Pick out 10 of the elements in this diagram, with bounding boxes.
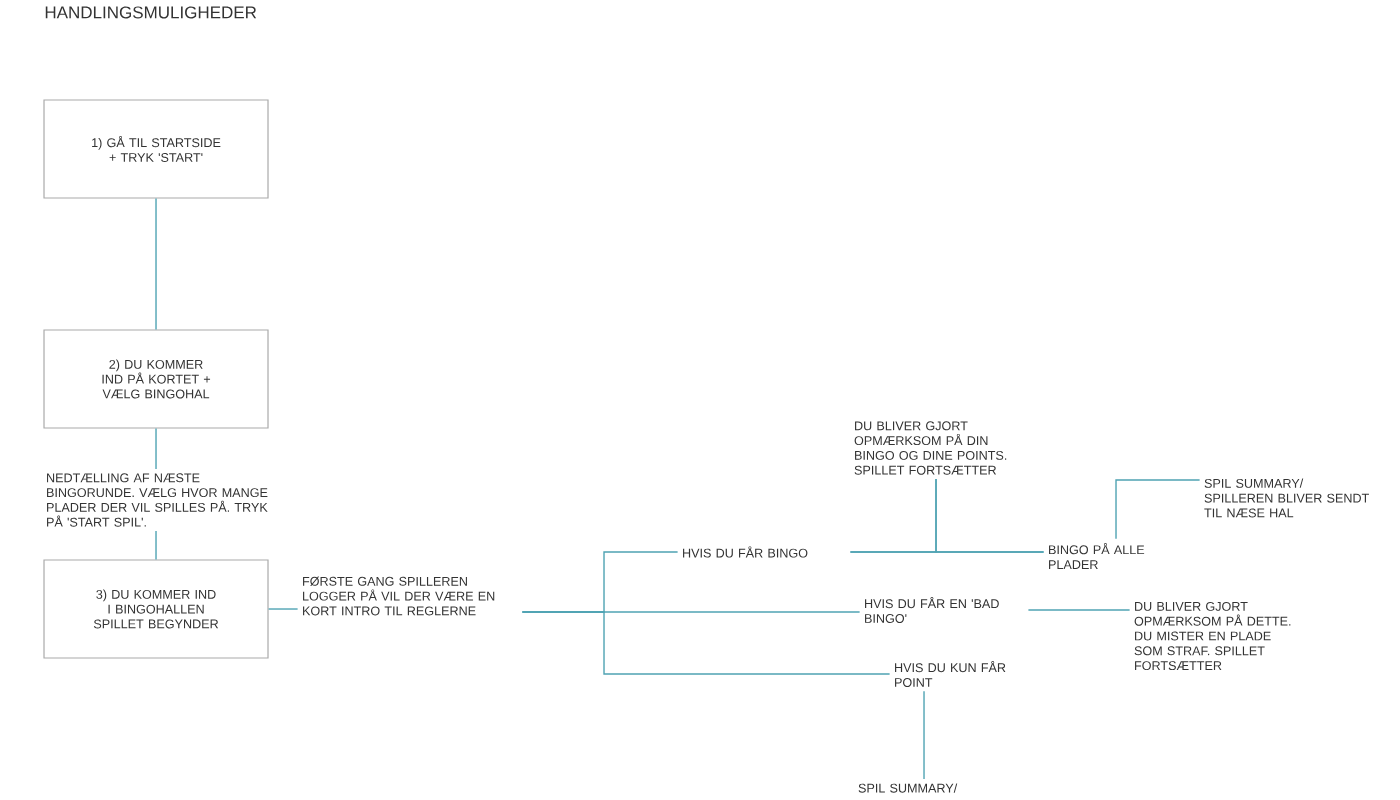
- title: HANDLINGSMULIGHEDER: [45, 6, 257, 19]
- connector-line: [155, 530, 157, 561]
- connector-line: [267, 608, 299, 610]
- connector-line: [521, 611, 891, 675]
- connector-line: [1115, 479, 1201, 540]
- connector-line: [923, 690, 925, 780]
- connector-line: [1027, 609, 1131, 611]
- connector-line: [155, 197, 157, 331]
- connector-line: [155, 427, 157, 470]
- connector-line: [935, 478, 1045, 553]
